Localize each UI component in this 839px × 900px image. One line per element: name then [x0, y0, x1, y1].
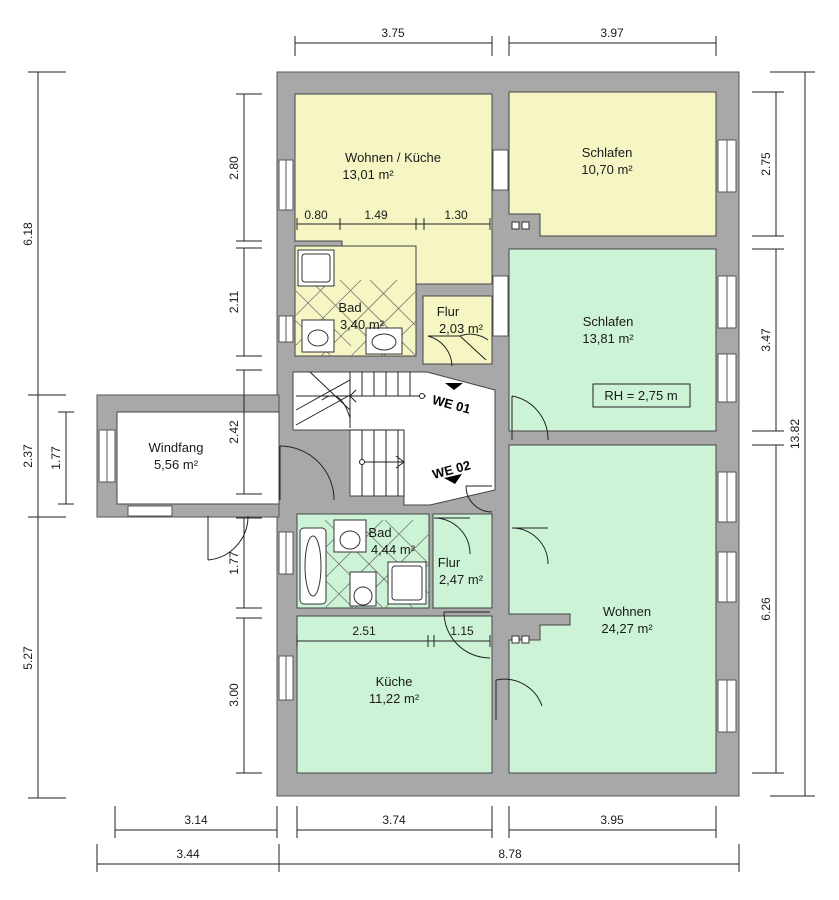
dim-bottom-3: 3.95 — [600, 813, 624, 827]
dim-left-outer-1: 6.18 — [21, 222, 35, 246]
room-schlafen-top — [508, 91, 717, 237]
dim-left-inner-4: 1.77 — [227, 551, 241, 575]
dim-bottom-1: 3.14 — [184, 813, 208, 827]
dim-inner-kitchen — [296, 635, 491, 647]
dim-inner-top-3: 1.30 — [444, 208, 468, 222]
room-wohnen — [508, 444, 717, 774]
room-label-schlafen-top: Schlafen — [582, 145, 633, 160]
vent-shafts — [511, 221, 530, 644]
dim-left-inner-3: 2.42 — [227, 420, 241, 444]
dim-inner-top — [296, 218, 491, 230]
dim-left-windfang — [58, 411, 74, 505]
room-flur-top — [422, 295, 493, 365]
room-area-bad-bottom: 4,44 m² — [371, 542, 416, 557]
dim-bottom-2: 3.74 — [382, 813, 406, 827]
room-label-bad-top: Bad — [338, 300, 361, 315]
dim-right-outer: 13.82 — [788, 419, 802, 449]
staircase — [295, 371, 426, 496]
dim-top — [294, 36, 717, 56]
room-area-schlafen-top: 10,70 m² — [581, 162, 633, 177]
room-area-wohnen: 24,27 m² — [601, 621, 653, 636]
dim-left-inner-1: 2.80 — [227, 156, 241, 180]
doors — [207, 333, 549, 720]
room-area-bad-top: 3,40 m² — [340, 317, 385, 332]
dim-left-outer — [28, 71, 66, 799]
room-height-box — [592, 383, 691, 408]
dim-inner-top-1: 0.80 — [304, 208, 328, 222]
dim-left-inner-2: 2.11 — [227, 290, 241, 313]
room-label-bad-bottom: Bad — [368, 525, 391, 540]
room-height-label: RH = 2,75 m — [604, 388, 677, 403]
dim-left-inner-5: 3.00 — [227, 683, 241, 707]
dim-top-2: 3.97 — [600, 26, 624, 40]
dim-right-inner-2: 3.47 — [759, 328, 773, 352]
dim-bottom-row1 — [114, 806, 717, 838]
room-area-wohnen-kueche: 13,01 m² — [342, 167, 394, 182]
room-label-windfang: Windfang — [149, 440, 204, 455]
we02-arrow — [444, 474, 462, 484]
dim-inner-top-2: 1.49 — [364, 208, 388, 222]
room-label-kueche: Küche — [376, 674, 413, 689]
dim-left-inner — [236, 93, 262, 774]
room-windfang — [116, 411, 280, 505]
room-kueche — [296, 615, 493, 774]
room-stairwell — [292, 371, 496, 506]
dim-top-1: 3.75 — [381, 26, 405, 40]
room-flur-bottom — [432, 513, 493, 609]
room-area-schlafen-mid: 13,81 m² — [582, 331, 634, 346]
room-label-flur-bottom: Flur — [438, 555, 461, 570]
room-schlafen-mid — [508, 248, 717, 432]
dim-right-inner-3: 6.26 — [759, 597, 773, 621]
room-area-flur-bottom: 2,47 m² — [439, 572, 484, 587]
dim-bottom-row2 — [96, 844, 740, 872]
dim-bottom-4: 3.44 — [176, 847, 200, 861]
room-area-kueche: 11,22 m² — [369, 691, 420, 706]
room-label-flur-top: Flur — [437, 304, 460, 319]
dim-bottom-5: 8.78 — [498, 847, 522, 861]
dim-left-outer-2: 2.37 — [21, 444, 35, 468]
dim-inner-kitchen-1: 2.51 — [352, 624, 376, 638]
windows — [98, 139, 737, 733]
room-label-schlafen-mid: Schlafen — [583, 314, 634, 329]
room-label-wohnen-kueche: Wohnen / Küche — [345, 150, 441, 165]
room-area-windfang: 5,56 m² — [154, 457, 199, 472]
dim-left-windfang: 1.77 — [49, 446, 63, 470]
dim-inner-kitchen-2: 1.15 — [450, 624, 474, 638]
dim-right-inner-1: 2.75 — [759, 152, 773, 176]
we01-arrow — [445, 383, 463, 390]
room-label-wohnen: Wohnen — [603, 604, 651, 619]
dim-left-outer-3: 5.27 — [21, 646, 35, 670]
dim-right-inner — [752, 91, 784, 774]
dim-right-outer — [770, 71, 815, 797]
bath-fixtures — [297, 249, 427, 607]
room-area-flur-top: 2,03 m² — [439, 321, 484, 336]
